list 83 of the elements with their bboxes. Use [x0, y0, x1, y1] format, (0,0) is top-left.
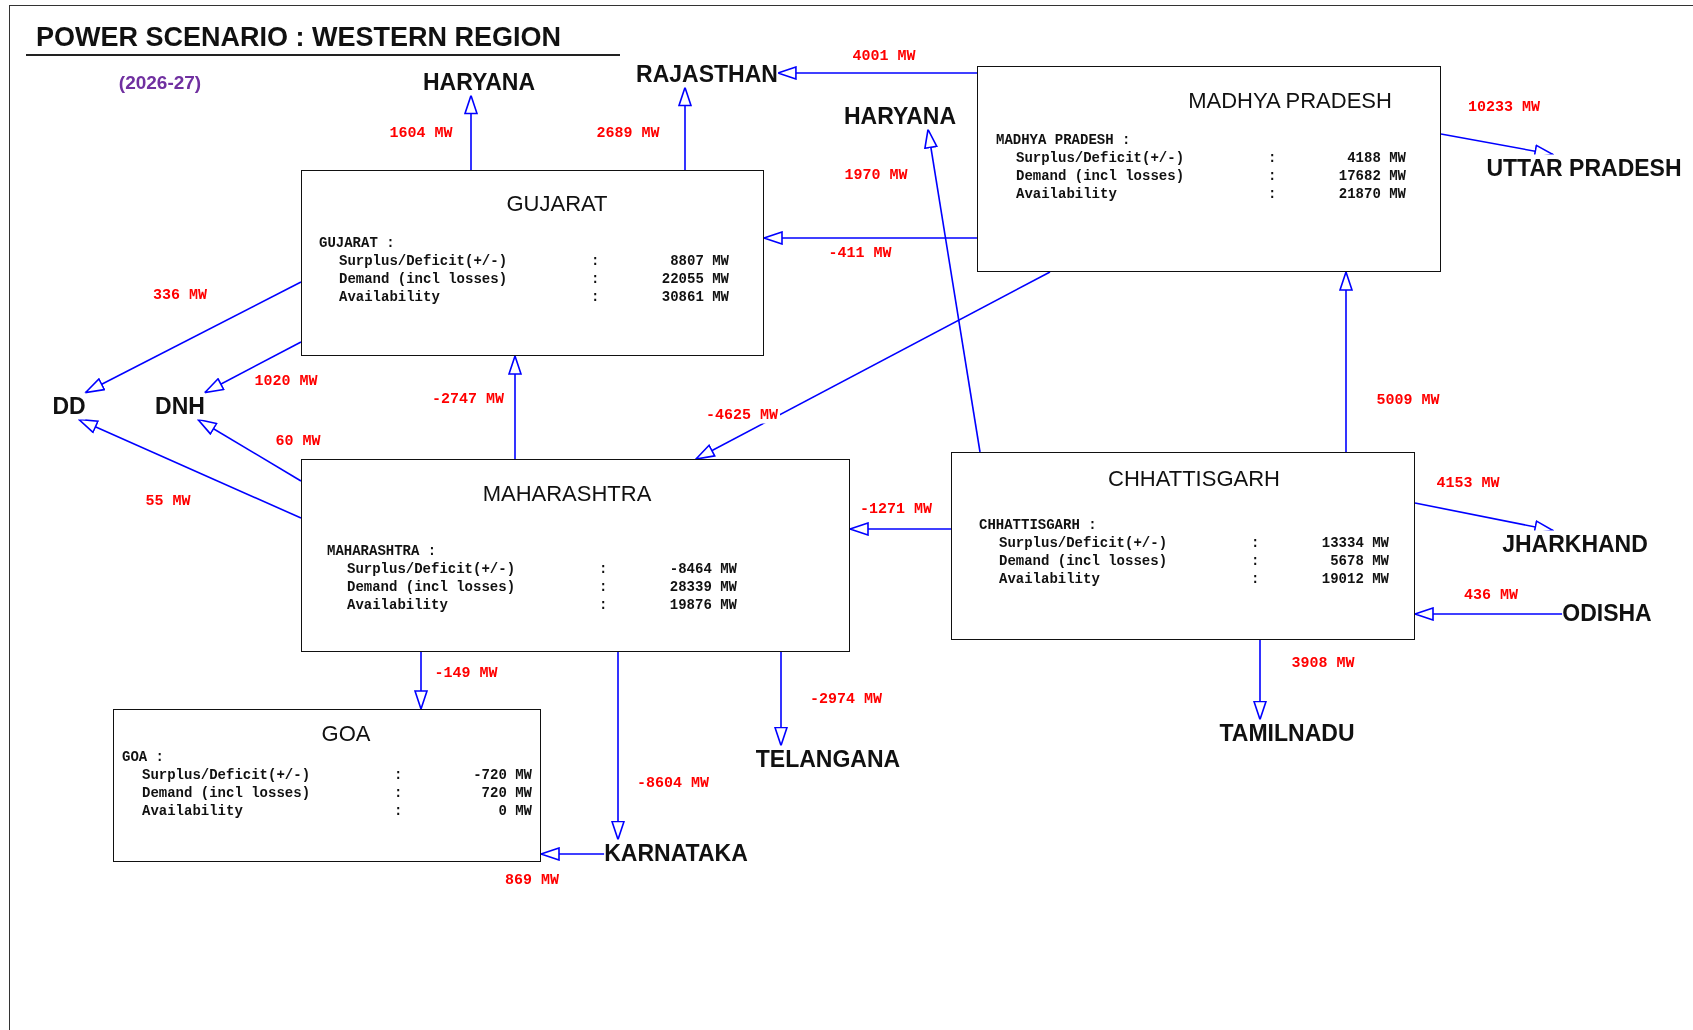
arrow	[508, 355, 522, 460]
colon: :	[591, 288, 600, 306]
colon: :	[1268, 167, 1277, 185]
stat-name: Surplus/Deficit(+/-)	[346, 560, 517, 578]
arrow	[204, 341, 302, 394]
stat-value: 13334 MW	[1321, 534, 1389, 552]
state-box	[951, 452, 1415, 640]
stat-value: 720 MW	[481, 784, 532, 802]
colon: :	[394, 784, 403, 802]
stat-name: Demand (incl losses)	[1015, 167, 1186, 185]
stat-name: Availability	[346, 596, 449, 614]
arrow	[611, 651, 625, 841]
arrow	[774, 651, 788, 747]
title: POWER SCENARIO : WESTERN REGION	[26, 20, 620, 56]
stat-name: Surplus/Deficit(+/-)	[338, 252, 509, 270]
arrow	[924, 128, 981, 453]
stats-title: GUJARAT :	[319, 234, 396, 252]
stat-value: -8464 MW	[669, 560, 737, 578]
arrow	[777, 66, 978, 80]
state-box	[977, 66, 1441, 272]
colon: :	[394, 802, 403, 820]
state-box	[301, 459, 850, 652]
stat-value: 30861 MW	[661, 288, 729, 306]
colon: :	[591, 270, 600, 288]
colon: :	[599, 596, 608, 614]
colon: :	[1268, 185, 1277, 203]
colon: :	[394, 766, 403, 784]
arrow	[763, 231, 978, 245]
state-name: MAHARASHTRA	[482, 481, 652, 507]
colon: :	[591, 252, 600, 270]
arrow	[414, 651, 428, 710]
state-name: GOA	[321, 721, 371, 747]
arrow	[849, 522, 952, 536]
state-name: MADHYA PRADESH	[1188, 88, 1392, 114]
stat-value: 22055 MW	[661, 270, 729, 288]
stat-value: 19012 MW	[1321, 570, 1389, 588]
stat-value: 19876 MW	[669, 596, 737, 614]
stats-title: GOA :	[122, 748, 165, 766]
arrow	[1339, 271, 1353, 453]
stat-value: -720 MW	[473, 766, 532, 784]
stat-value: 5678 MW	[1330, 552, 1389, 570]
stat-name: Availability	[141, 802, 244, 820]
stat-value: 28339 MW	[669, 578, 737, 596]
stat-value: 4188 MW	[1347, 149, 1406, 167]
arrow	[197, 418, 302, 482]
stat-value: 0 MW	[498, 802, 532, 820]
colon: :	[1251, 534, 1260, 552]
stat-name: Availability	[998, 570, 1101, 588]
arrow	[464, 94, 478, 171]
arrow	[78, 418, 302, 519]
stats-title: CHHATTISGARH :	[979, 516, 1098, 534]
colon: :	[1268, 149, 1277, 167]
stat-name: Demand (incl losses)	[998, 552, 1169, 570]
stats-title: MADHYA PRADESH :	[996, 131, 1132, 149]
stat-name: Demand (incl losses)	[338, 270, 509, 288]
colon: :	[1251, 570, 1260, 588]
arrow	[84, 281, 302, 394]
arrow	[1414, 607, 1564, 621]
arrow	[540, 847, 606, 861]
state-name: DNH	[155, 392, 205, 420]
stat-value: 8807 MW	[670, 252, 729, 270]
year-note: (2026-27)	[118, 72, 202, 94]
stat-name: Demand (incl losses)	[141, 784, 312, 802]
state-name: DD	[52, 392, 86, 420]
colon: :	[1251, 552, 1260, 570]
stats-title: MAHARASHTRA :	[327, 542, 438, 560]
state-box	[301, 170, 764, 356]
stat-name: Surplus/Deficit(+/-)	[998, 534, 1169, 552]
arrow	[678, 86, 692, 171]
arrow	[1253, 639, 1267, 721]
state-name: CHHATTISGARH	[1108, 466, 1280, 492]
stat-name: Surplus/Deficit(+/-)	[1015, 149, 1186, 167]
colon: :	[599, 578, 608, 596]
stat-name: Surplus/Deficit(+/-)	[141, 766, 312, 784]
stat-name: Availability	[1015, 185, 1118, 203]
state-name: GUJARAT	[506, 191, 608, 217]
stat-value: 21870 MW	[1338, 185, 1406, 203]
colon: :	[599, 560, 608, 578]
stat-name: Availability	[338, 288, 441, 306]
stat-value: 17682 MW	[1338, 167, 1406, 185]
arrow	[695, 271, 1051, 460]
stat-name: Demand (incl losses)	[346, 578, 517, 596]
state-box	[113, 709, 541, 862]
